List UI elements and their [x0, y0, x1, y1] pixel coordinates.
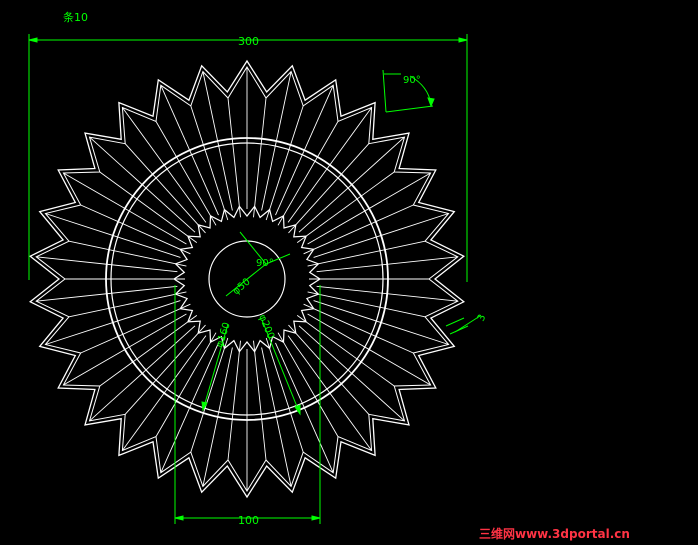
fold-line-valley — [307, 291, 426, 318]
dim-phi200-arrow — [294, 404, 301, 416]
dim-arrow-base-right — [311, 515, 321, 521]
fold-line-valley — [296, 171, 395, 243]
fold-line-valley — [124, 143, 206, 234]
fold-line-valley — [227, 97, 241, 218]
fold-line-valley — [303, 303, 414, 354]
fold-line-valley — [253, 97, 267, 218]
watermark: 三维网www.3dportal.cn — [479, 526, 630, 541]
dim-thickness-ext1 — [445, 317, 465, 327]
fold-line-valley — [277, 121, 339, 226]
dim-arrow-left — [28, 37, 38, 43]
dim-arrow-right — [458, 37, 468, 43]
dim-text-base: 100 — [238, 514, 259, 527]
outer-sawtooth-outline — [28, 59, 466, 499]
outer-sawtooth — [28, 59, 466, 499]
title-note: 条10 — [63, 10, 88, 24]
fold-line-valley — [296, 315, 395, 387]
middle-ring-inner — [110, 142, 384, 416]
dim-text-overall: 300 — [238, 35, 259, 48]
dim-angle-outer-arrow — [427, 97, 435, 108]
dim-thickness-ext2 — [449, 325, 469, 335]
fold-line-valley — [227, 340, 241, 461]
dim-angle-inner-leg2 — [265, 253, 291, 265]
dim-angle-inner-leg1 — [239, 231, 267, 265]
dim-text-angle-outer: 90° — [403, 75, 421, 86]
dim-arrow-base-left — [174, 515, 184, 521]
dim-text-thickness: 3 — [476, 313, 489, 323]
fold-line-valley — [68, 291, 187, 318]
dim-thickness-leader — [454, 315, 481, 333]
fold-line-valley — [99, 315, 198, 387]
fold-line-valley — [303, 204, 414, 255]
dim-hub-leader — [225, 263, 267, 297]
fold-line-valley — [253, 340, 267, 461]
fold-line-valley — [190, 105, 229, 221]
dim-phi160-leader — [202, 323, 229, 411]
middle-ring-outer — [105, 137, 389, 421]
fold-line-valley — [124, 324, 206, 415]
fold-line-valley — [80, 204, 191, 255]
dim-angle-outer-leg1 — [382, 69, 387, 113]
inner-sawtooth — [172, 205, 322, 353]
dim-phi160-arrow — [201, 401, 208, 412]
fold-line-valley — [80, 303, 191, 354]
dim-phi200-leader — [261, 319, 301, 415]
fold-line-valley — [99, 171, 198, 243]
dim-angle-outer-leg2 — [385, 105, 434, 113]
fold-line-valley — [288, 143, 370, 234]
fold-line-valley — [155, 332, 217, 437]
fold-line-valley — [288, 324, 370, 415]
dimension-layer — [28, 34, 481, 524]
fold-line-valley — [307, 240, 426, 267]
fold-line-valley — [265, 105, 304, 221]
dim-text-angle-inner: 90° — [256, 258, 274, 269]
fold-line-valley — [190, 337, 229, 453]
fold-line-valley — [265, 337, 304, 453]
fold-line-valley — [277, 332, 339, 437]
inner-sawtooth-outline — [172, 205, 322, 353]
fold-line-valley — [155, 121, 217, 226]
fold-line-valley — [68, 240, 187, 267]
